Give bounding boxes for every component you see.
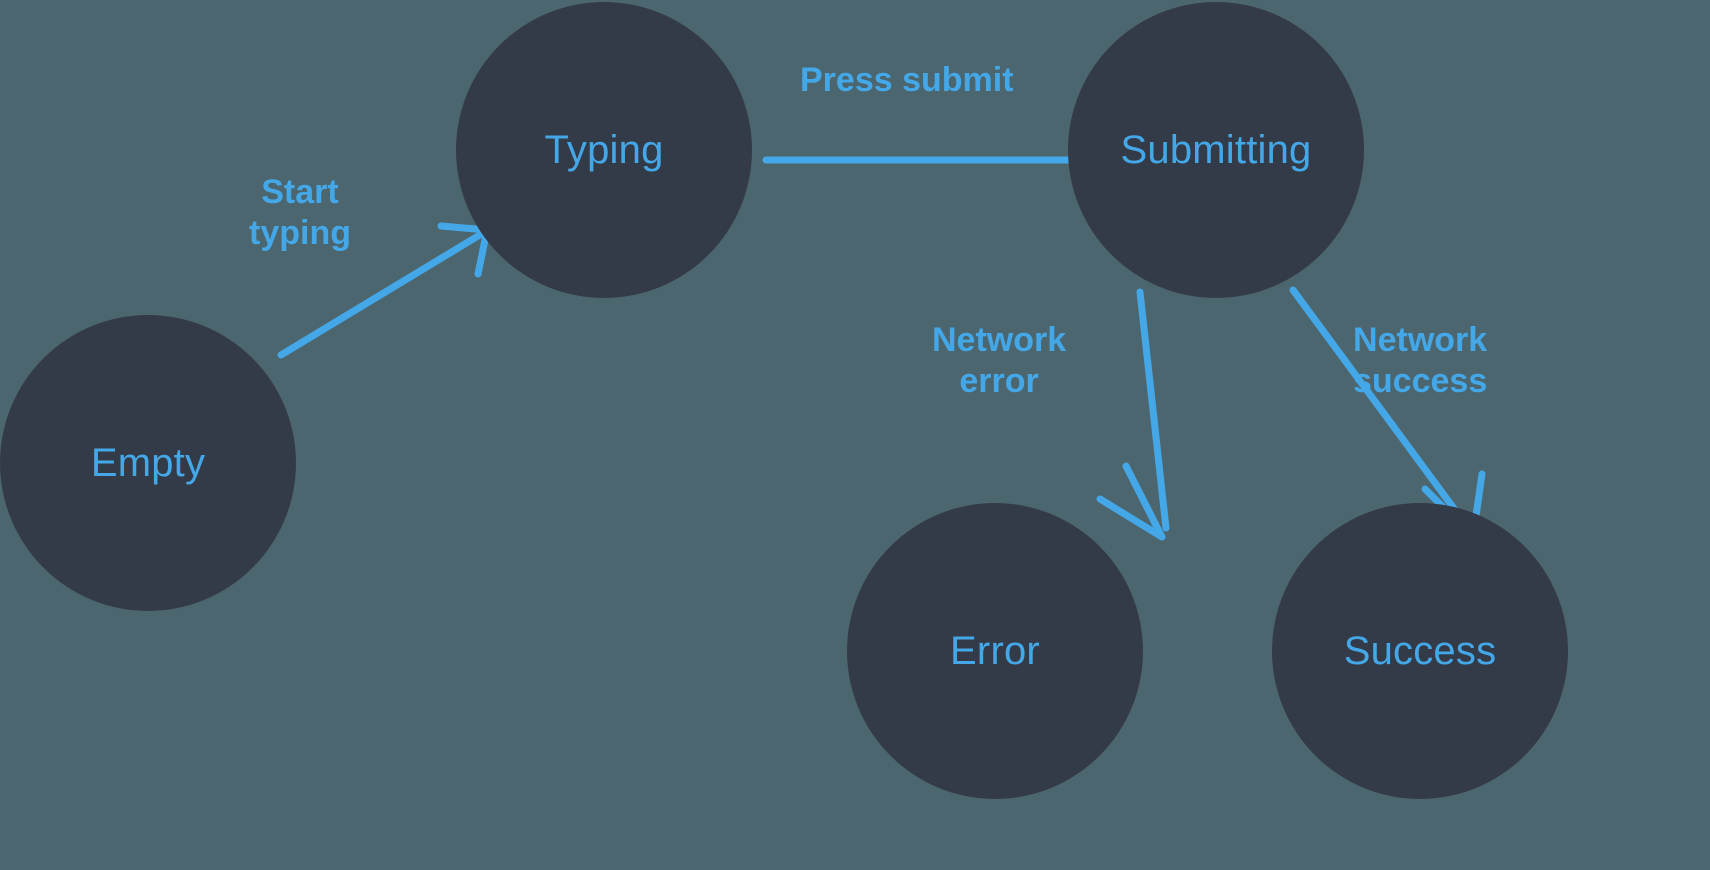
arrowhead-icon-network-error: [1096, 462, 1166, 541]
transition-label-start-typing: Start typing: [249, 173, 351, 253]
arrowhead-icon-start-typing: [437, 222, 491, 278]
state-label-success: Success: [1343, 629, 1497, 673]
state-node-submitting[interactable]: Submitting: [1068, 2, 1364, 298]
transition-label-press-submit: Press submit: [800, 61, 1014, 99]
state-node-error[interactable]: Error: [847, 503, 1143, 799]
state-label-typing: Typing: [544, 128, 664, 172]
state-label-empty: Empty: [90, 441, 206, 485]
transition-label-network-error: Network error: [932, 321, 1067, 401]
transition-line-network-error: [1136, 288, 1170, 532]
state-label-submitting: Submitting: [1120, 128, 1312, 172]
state-node-success[interactable]: Success: [1272, 503, 1568, 799]
state-node-typing[interactable]: Typing: [456, 2, 752, 298]
state-label-error: Error: [950, 629, 1040, 673]
state-node-empty[interactable]: Empty: [0, 315, 296, 611]
transition-label-network-success: Network success: [1353, 321, 1488, 401]
